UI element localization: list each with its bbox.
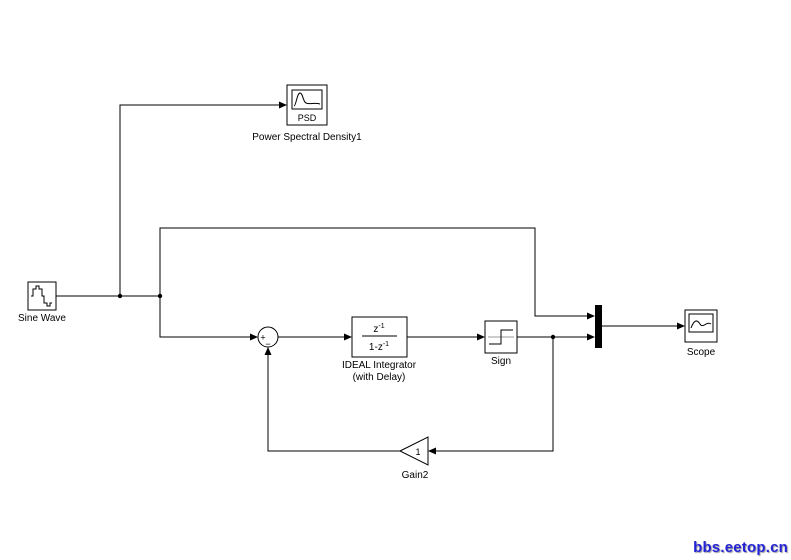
junction-dot-psd-branch (117, 293, 123, 299)
gain2-value: 1 (415, 447, 420, 457)
integrator-numerator: z-1 (373, 323, 384, 335)
sign-block[interactable]: Sign (484, 320, 518, 367)
arrowhead-mux-top-input (587, 312, 595, 320)
integrator-label-line2: (with Delay) (353, 372, 406, 383)
sum-body[interactable] (257, 326, 279, 348)
psd-block[interactable]: PSD Power Spectral Density1 (252, 84, 362, 143)
sum-left-sign: + (260, 333, 265, 343)
mux-bar[interactable] (595, 305, 602, 348)
scope-trace-icon (690, 320, 712, 329)
sine-wave-label: Sine Wave (18, 313, 66, 324)
scope-label: Scope (687, 347, 716, 358)
integrator-body[interactable] (351, 316, 408, 358)
sign-label: Sign (491, 356, 511, 367)
arrowhead-gain-input (428, 447, 436, 455)
sum-bottom-sign: − (265, 339, 270, 349)
psd-graph-frame-icon (291, 89, 323, 110)
arrowhead-psd-input (279, 101, 287, 109)
wire-branch-to-psd[interactable] (119, 104, 280, 296)
junction-dot-feedforward-branch (157, 293, 163, 299)
wire-feedforward-to-mux[interactable] (159, 227, 588, 317)
watermark: bbs.eetop.cn (693, 539, 788, 556)
arrowhead-sign-input (477, 333, 485, 341)
junction-dot-feedback-branch (550, 334, 556, 340)
integrator-block[interactable]: z-1 1-z-1 IDEAL Integrator (with Delay) (342, 316, 417, 383)
wire-to-sum[interactable] (159, 296, 251, 338)
scope-screen-icon (688, 313, 714, 333)
arrowhead-scope-input (677, 322, 685, 330)
gain2-block[interactable]: 1 Gain2 (398, 436, 429, 481)
sine-wave-block[interactable]: Sine Wave (18, 281, 66, 324)
wire-feedback-to-gain[interactable] (435, 337, 554, 452)
psd-label: Power Spectral Density1 (252, 132, 362, 143)
gain2-triangle[interactable] (398, 436, 429, 466)
psd-icon-label: PSD (298, 113, 317, 123)
arrowhead-sum-bottom-input (264, 347, 272, 355)
sum-block[interactable]: + − (257, 326, 279, 349)
scope-block[interactable]: Scope (684, 309, 718, 358)
sine-wave-icon (31, 285, 52, 307)
arrowhead-sum-input (250, 333, 258, 341)
integrator-denominator: 1-z-1 (369, 341, 389, 353)
wires (56, 101, 685, 455)
arrowhead-integrator-input (344, 333, 352, 341)
psd-body[interactable] (286, 84, 328, 126)
sign-step-icon (489, 329, 513, 345)
gain2-label: Gain2 (402, 470, 429, 481)
mux-block[interactable] (595, 305, 602, 348)
psd-spectrum-icon (293, 92, 321, 107)
scope-body[interactable] (684, 309, 718, 343)
integrator-label-line1: IDEAL Integrator (342, 360, 417, 371)
wire-gain-to-sum[interactable] (267, 354, 400, 452)
arrowhead-mux-bottom-input (587, 333, 595, 341)
